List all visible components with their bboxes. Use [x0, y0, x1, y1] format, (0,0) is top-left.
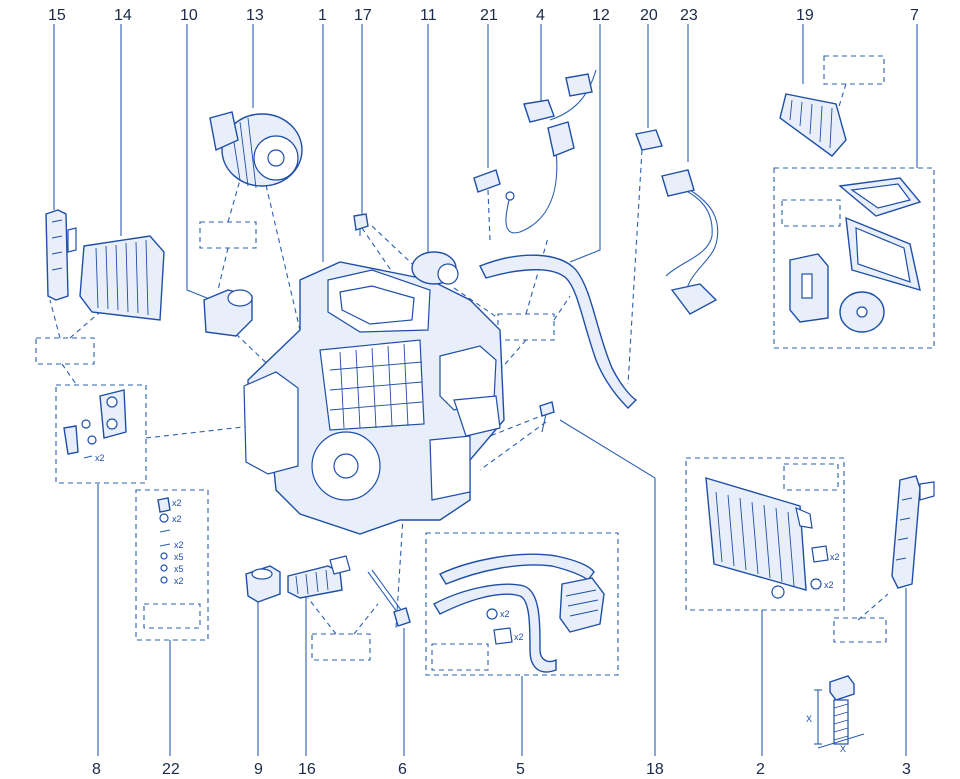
- qty-pipe-clip: x2: [514, 632, 524, 642]
- callout-14: 14: [114, 7, 132, 24]
- qty-kit-b: x2: [172, 514, 182, 524]
- callout-11: 11: [420, 7, 437, 24]
- callout-12: 12: [592, 7, 610, 24]
- callout-20: 20: [640, 7, 658, 24]
- qty-kit-a: x2: [172, 498, 182, 508]
- part-21-grommet: [473, 169, 501, 193]
- callout-10: 10: [180, 7, 198, 24]
- callout-9: 9: [254, 761, 263, 778]
- bolt-dimension-diagram: X X: [806, 675, 865, 754]
- part-6-probe: [367, 569, 411, 627]
- top-callouts: 15 14 10 13 1 17 11 21 4 12 20 23 19 7: [48, 7, 919, 24]
- callout-3: 3: [902, 761, 911, 778]
- callout-5: 5: [516, 761, 525, 778]
- qty-pipe-seal: x2: [500, 609, 510, 619]
- label-box-19: [823, 55, 885, 85]
- callout-8: 8: [92, 761, 101, 778]
- leader-lines: [53, 24, 918, 756]
- callout-6: 6: [398, 761, 407, 778]
- qty-kit-c: x2: [174, 540, 184, 550]
- part-18-screw: [539, 401, 555, 433]
- qty-kit-f: x2: [174, 576, 184, 586]
- part-13-blower-motor: [209, 111, 303, 189]
- callout-4: 4: [536, 7, 545, 24]
- callout-13: 13: [246, 7, 264, 24]
- heater-radiator-group: [685, 457, 845, 611]
- part-9-sensor: [245, 565, 281, 603]
- label-box-2: [783, 463, 839, 491]
- part-22-hardware-kit: x2 x2 x2 x5 x5 x2: [157, 497, 184, 586]
- part-11-actuator: [411, 251, 459, 285]
- label-box-3: [833, 617, 887, 643]
- part-20-grommet: [635, 129, 663, 151]
- label-box-center: [497, 313, 555, 341]
- part-10-resistor: [203, 289, 253, 337]
- part-5-pipes: x2 x2: [433, 553, 605, 673]
- part-8-expansion-valve: x2: [63, 389, 127, 463]
- callout-2: 2: [756, 761, 765, 778]
- qty-radiator-clip: x2: [830, 552, 840, 562]
- callout-17: 17: [354, 7, 372, 24]
- label-box-blower: [199, 221, 257, 249]
- qty-kit-d: x5: [174, 552, 184, 562]
- callout-15: 15: [48, 7, 66, 24]
- part-12-drain-hose: [479, 254, 638, 409]
- expansion-valve-group: [55, 384, 147, 484]
- part-7-seal-kit: [789, 177, 922, 333]
- callout-21: 21: [480, 7, 498, 24]
- callout-19: 19: [796, 7, 814, 24]
- qty-radiator-seal: x2: [824, 580, 834, 590]
- part-19-heater-core: [779, 93, 847, 157]
- callout-22: 22: [162, 761, 180, 778]
- label-box-9-16: [311, 633, 371, 661]
- label-box-7: [781, 199, 841, 227]
- label-box-22: [143, 603, 201, 629]
- callout-23: 23: [680, 7, 698, 24]
- part-2-radiator: x2 x2: [705, 477, 840, 599]
- dashed-connectors: [49, 83, 889, 635]
- part-15-bracket: [45, 209, 77, 301]
- part-17-clip: [353, 213, 369, 236]
- part-3-bracket: [891, 475, 935, 589]
- part-1-hvac-housing: [243, 261, 505, 535]
- part-14-cabin-filter: [79, 235, 165, 321]
- label-box-5: [431, 643, 489, 671]
- bolt-width-label: X: [840, 744, 846, 754]
- filter-kit-group: [773, 167, 935, 349]
- callout-1: 1: [318, 7, 327, 24]
- qty-valve-screw: x2: [95, 453, 105, 463]
- bottom-callouts: 8 22 9 16 6 5 18 2 3: [92, 761, 911, 778]
- callout-18: 18: [646, 761, 664, 778]
- part-4-wiring-harness: [505, 69, 597, 234]
- qty-kit-e: x5: [174, 564, 184, 574]
- bolt-height-label: X: [806, 714, 812, 724]
- part-16-actuator: [287, 555, 351, 599]
- part-23-harness: [661, 169, 719, 315]
- label-box-filter: [35, 337, 95, 365]
- callout-7: 7: [910, 7, 919, 24]
- hardware-kit-group: [135, 489, 209, 641]
- pipes-group: [425, 532, 619, 676]
- callout-16: 16: [298, 761, 316, 778]
